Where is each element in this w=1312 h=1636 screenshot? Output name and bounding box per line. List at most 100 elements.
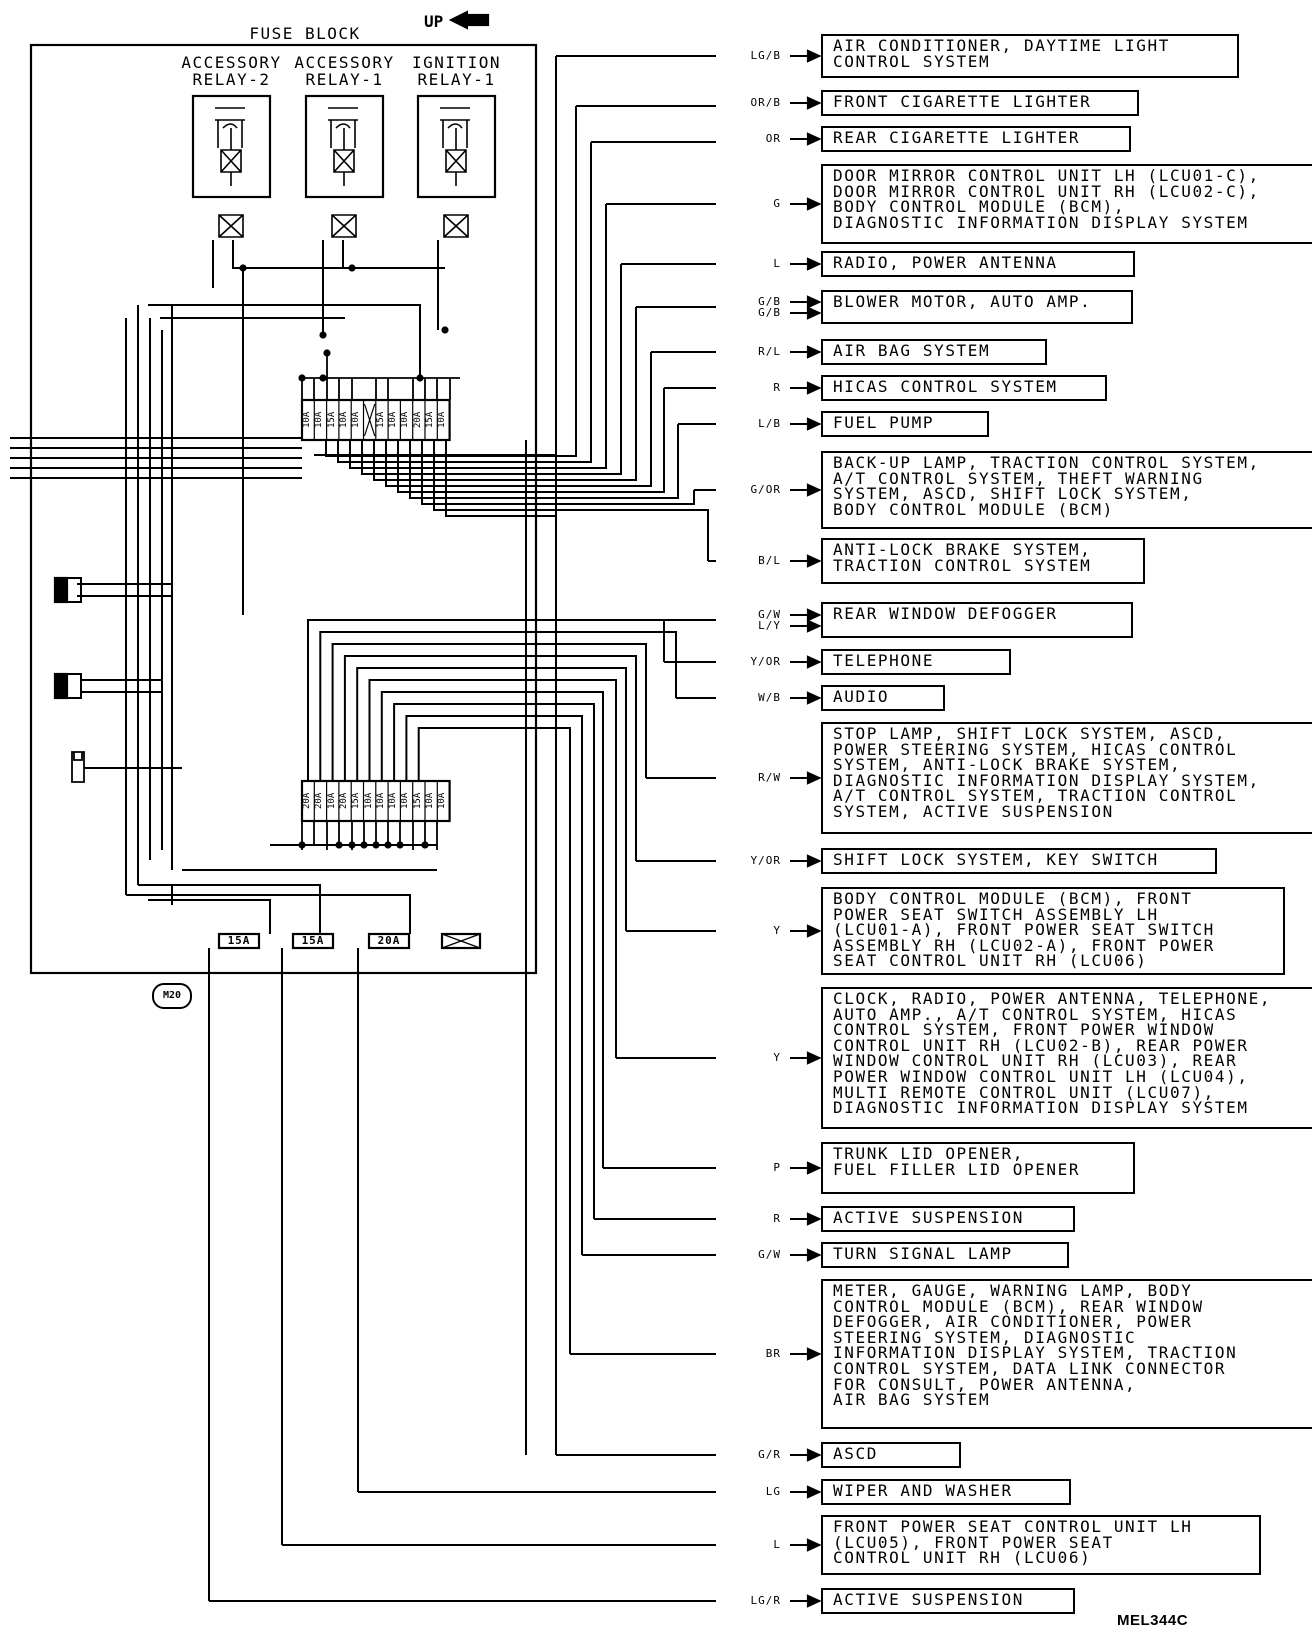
arrow-head-icon <box>806 1594 822 1608</box>
circuit-destination-text: REAR WINDOW DEFOGGER <box>833 604 1058 623</box>
circuit-destination-text: ASSEMBLY RH (LCU02-A), FRONT POWER <box>833 935 1215 955</box>
wire-color-code: B/L <box>758 554 781 567</box>
circuit-destination-box: SHIFT LOCK SYSTEM, KEY SWITCH <box>821 848 1217 874</box>
lower-fuse-rating: 10A <box>375 792 386 810</box>
unused-fuse-slot <box>440 932 482 950</box>
circuit-destination-text: POWER WINDOW CONTROL UNIT LH (LCU04), <box>833 1066 1249 1086</box>
relay-trunk <box>125 305 163 895</box>
route-wire <box>417 727 716 1355</box>
relay-bus <box>212 240 445 335</box>
wire-color-code: Y/OR <box>750 655 781 668</box>
route-wire <box>385 351 716 487</box>
circuit-destination-box: BLOWER MOTOR, AUTO AMP. <box>821 290 1133 324</box>
circuit-destination-text: POWER STEERING SYSTEM, HICAS CONTROL <box>833 739 1238 759</box>
circuit-destination-text: ACTIVE SUSPENSION <box>833 1208 1024 1227</box>
route-wire <box>331 643 716 781</box>
circuit-destination-text: TRUNK LID OPENER, <box>833 1144 1024 1163</box>
lower-fuse-rating: 10A <box>425 792 435 810</box>
junction-dot <box>360 841 368 849</box>
circuit-destination-text: A/T CONTROL SYSTEM, THEFT WARNING <box>833 468 1204 488</box>
upper-fuse-rating: 10A <box>437 411 448 429</box>
route-wire <box>325 105 716 457</box>
accessory-relay-2-symbol <box>215 107 245 186</box>
wire-color-code: G/B <box>758 306 781 319</box>
route-wire <box>361 263 716 475</box>
circuit-destination-text: SYSTEM, ANTI-LOCK BRAKE SYSTEM, <box>833 755 1182 775</box>
circuit-destination-text: FUEL FILLER LID OPENER <box>833 1159 1081 1179</box>
circuit-destination-text: FRONT POWER SEAT CONTROL UNIT LH <box>833 1517 1193 1536</box>
arrow-head-icon <box>806 1212 822 1226</box>
arrow-head-icon <box>806 483 822 497</box>
relay-label-line2: RELAY-2 <box>192 70 271 89</box>
reference-code: MEL344C <box>1117 1612 1189 1629</box>
circuit-destination-text: CONTROL UNIT RH (LCU06) <box>833 1548 1092 1568</box>
left-connector-2-body <box>67 673 82 699</box>
lower-fuse-rating: 20A <box>302 792 312 810</box>
route-wire <box>373 306 716 481</box>
junction-dot <box>335 841 343 849</box>
accessory-relay-2-box <box>191 94 272 199</box>
lower-fuse-rating: 10A <box>400 792 411 810</box>
wire-color-code: L <box>773 1538 781 1551</box>
arrow-head-icon <box>806 96 822 110</box>
arrow-head-icon <box>806 306 822 320</box>
upper-fuse-rating: 15A <box>425 411 435 429</box>
circuit-destination-box: REAR WINDOW DEFOGGER <box>821 602 1133 638</box>
circuit-destination-text: AIR CONDITIONER, DAYTIME LIGHT <box>833 36 1170 55</box>
lower-fuse-rating: 15A <box>412 792 423 810</box>
wire-color-code: G/W <box>758 1248 781 1261</box>
circuit-destination-text: STEERING SYSTEM, DIAGNOSTIC <box>833 1327 1137 1347</box>
arrow-head-icon <box>806 295 822 309</box>
circuit-destination-text: BODY CONTROL MODULE (BCM), FRONT <box>833 889 1193 908</box>
circuit-destination-text: CONTROL SYSTEM <box>833 51 991 71</box>
accessory-relay-1-socket <box>331 214 357 238</box>
junction-dot <box>372 841 380 849</box>
circuit-destination-box: BACK-UP LAMP, TRACTION CONTROL SYSTEM,A/… <box>821 451 1312 529</box>
bottom-fuse-box <box>217 932 261 950</box>
circuit-destination-box: TRUNK LID OPENER,FUEL FILLER LID OPENER <box>821 1142 1135 1194</box>
arrow-head-icon <box>806 655 822 669</box>
circuit-destination-text: TURN SIGNAL LAMP <box>833 1244 1013 1263</box>
relay-feed <box>148 268 421 870</box>
circuit-destination-box: ACTIVE SUSPENSION <box>821 1588 1075 1614</box>
circuit-destination-text: CONTROL MODULE (BCM), REAR WINDOW <box>833 1296 1204 1316</box>
arrow-head-icon <box>806 197 822 211</box>
route-wire <box>433 440 716 562</box>
circuit-destination-text: SYSTEM, ACTIVE SUSPENSION <box>833 801 1114 821</box>
lower-fuse-rating: 10A <box>437 792 448 810</box>
circuit-destination-text: INFORMATION DISPLAY SYSTEM, TRACTION <box>833 1343 1238 1363</box>
circuit-destination-text: STOP LAMP, SHIFT LOCK SYSTEM, ASCD, <box>833 724 1227 743</box>
circuit-destination-text: HICAS CONTROL SYSTEM <box>833 377 1058 396</box>
circuit-destination-text: BODY CONTROL MODULE (BCM), <box>833 197 1126 217</box>
relay-label-line1: ACCESSORY <box>294 53 395 72</box>
ignition-relay-1-symbol <box>440 107 470 186</box>
relay-label-line1: IGNITION <box>411 53 502 72</box>
circuit-destination-box: ANTI-LOCK BRAKE SYSTEM,TRACTION CONTROL … <box>821 538 1145 584</box>
upper-fuse-rating: 10A <box>400 411 411 429</box>
junction-dot <box>298 374 306 382</box>
arrow-head-icon <box>806 619 822 633</box>
arrow-head-icon <box>806 1161 822 1175</box>
junction-dot <box>396 841 404 849</box>
route-wire <box>405 715 716 1256</box>
junction-dot <box>348 841 356 849</box>
circuit-destination-text: AIR BAG SYSTEM <box>833 1390 991 1410</box>
route-wire <box>307 619 716 781</box>
wire-color-code: R <box>773 1212 781 1225</box>
arrow-head-icon <box>806 771 822 785</box>
circuit-destination-box: TURN SIGNAL LAMP <box>821 1242 1069 1268</box>
wire-color-code: BR <box>765 1347 781 1360</box>
wire-color-code: G/OR <box>750 483 781 496</box>
circuit-destination-text: SYSTEM, ASCD, SHIFT LOCK SYSTEM, <box>833 484 1193 504</box>
route-wire <box>409 423 716 499</box>
junction-dot <box>421 841 429 849</box>
upper-fuse-feed <box>301 353 460 400</box>
circuit-destination-box: RADIO, POWER ANTENNA <box>821 251 1135 277</box>
circuit-destination-text: REAR CIGARETTE LIGHTER <box>833 128 1081 147</box>
wire-color-code: Y <box>773 1051 781 1064</box>
circuit-destination-text: FOR CONSULT, POWER ANTENNA, <box>833 1374 1137 1394</box>
arrow-head-icon <box>806 1448 822 1462</box>
left-connector-2 <box>53 672 69 700</box>
route-wire <box>319 631 716 781</box>
